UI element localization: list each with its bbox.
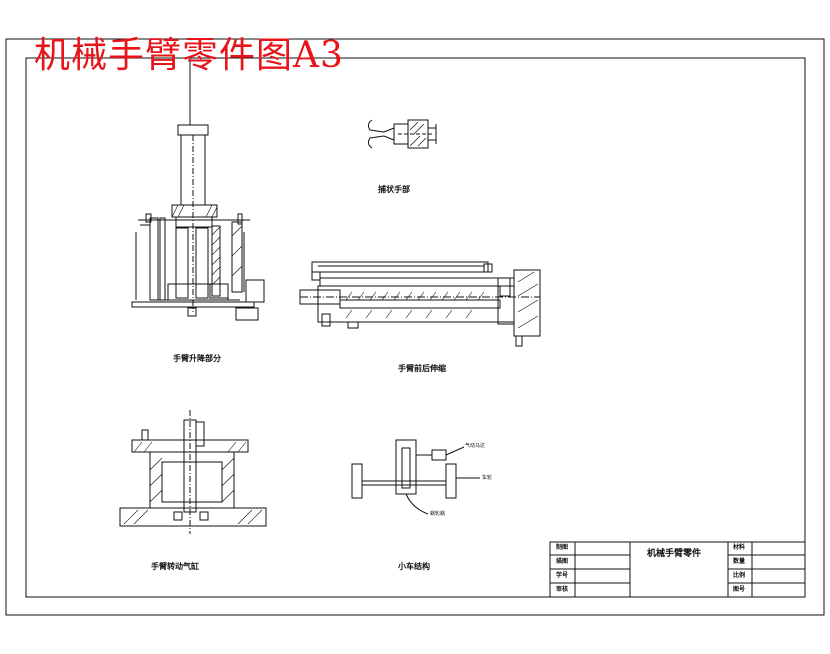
caption-arm-telescope: 手臂前后伸缩 <box>398 363 446 373</box>
title-block-label-tracer: 描图 <box>556 558 569 565</box>
title-block-label-drafter: 制图 <box>556 544 569 551</box>
title-block-label-material: 材料 <box>733 544 746 551</box>
arm-rotate-drawing <box>119 410 267 534</box>
arm-lift-drawing <box>131 58 265 321</box>
outer-frame <box>5 38 825 616</box>
title-block-label-reviewer: 审核 <box>556 586 569 593</box>
arm-telescope-drawing <box>299 261 541 347</box>
title-block-label-quantity: 数量 <box>733 558 746 565</box>
cart-note-worm: 蜗轮蜗 <box>430 511 446 517</box>
title-block-label-student-id: 学号 <box>556 572 569 579</box>
stamp-title: 机械手臂零件图A3 <box>34 35 344 76</box>
caption-arm-lift: 手臂升降部分 <box>173 353 221 363</box>
cart-drawing <box>351 439 480 515</box>
title-block-label-scale: 比例 <box>733 572 746 579</box>
cart-note-motor: 气动马达 <box>465 443 486 449</box>
cart-note-wheel: 车轮 <box>482 475 493 481</box>
title-block-label-drawing-no: 图号 <box>733 586 746 593</box>
inner-frame <box>25 57 806 598</box>
gripper-drawing <box>367 119 437 149</box>
caption-gripper: 捕状手部 <box>378 184 410 194</box>
title-block-drawing-name: 机械手臂零件 <box>647 549 702 559</box>
caption-arm-rotate: 手臂转动气缸 <box>151 561 199 571</box>
title-block-frame <box>549 541 806 598</box>
caption-cart: 小车结构 <box>398 561 430 571</box>
